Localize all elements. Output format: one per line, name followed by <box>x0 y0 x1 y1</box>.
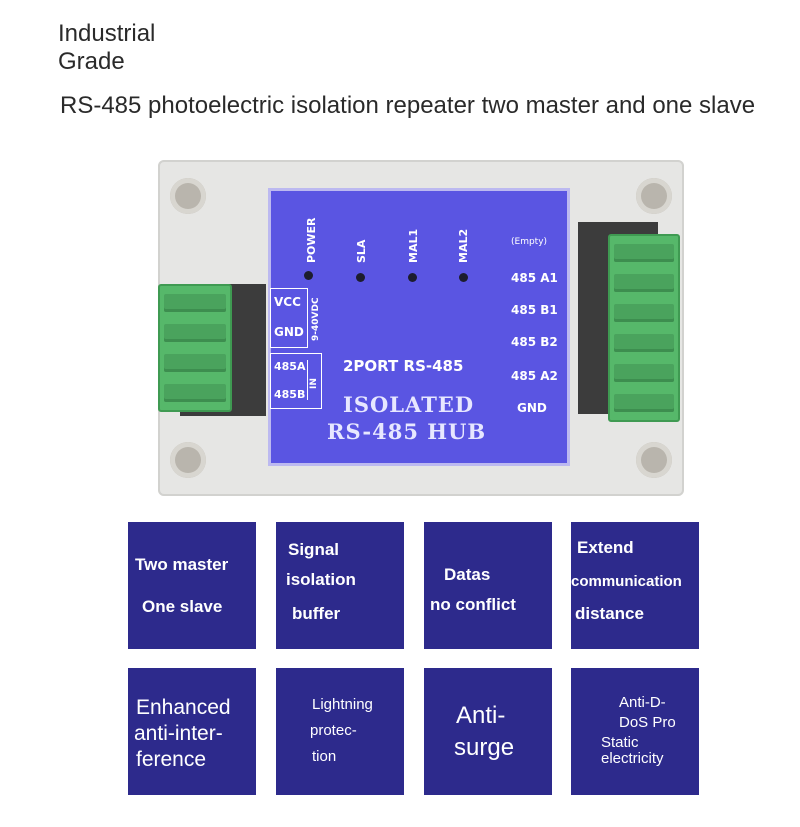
bus-input-box: 485A 485B <box>270 353 322 409</box>
led-label-power: POWER <box>305 217 318 263</box>
feature-lightning-protection: Lightning protec- tion <box>276 668 404 795</box>
voltage-label: 9-40VDC <box>311 297 321 341</box>
feature-text: Anti-D- <box>619 694 666 711</box>
mount-hole-bottom-left <box>170 442 206 478</box>
left-terminal-block <box>158 284 232 412</box>
feature-text: communication <box>571 573 682 590</box>
feature-anti-interference: Enhanced anti-inter- ference <box>128 668 256 795</box>
device-label-panel: POWER SLA MAL1 MAL2 (Empty) 485 A1 485 B… <box>268 188 570 466</box>
feature-text: Anti- <box>456 702 506 729</box>
label-empty: (Empty) <box>511 237 548 247</box>
sla-led <box>356 273 365 282</box>
label-485a: 485A <box>274 360 306 373</box>
label-vcc: VCC <box>274 295 301 309</box>
power-input-box: VCC GND <box>270 288 308 348</box>
feature-text: distance <box>575 604 644 623</box>
feature-anti-static: Anti-D- DoS Pro Static electricity <box>571 668 699 795</box>
label-485b: 485B <box>274 388 306 401</box>
led-label-sla: SLA <box>355 239 368 263</box>
label-485-a2: 485 A2 <box>511 369 558 383</box>
led-label-mal2: MAL2 <box>457 228 470 263</box>
right-terminal-block <box>608 234 680 422</box>
badge-line-1: Industrial <box>58 20 156 47</box>
feature-text: tion <box>312 748 337 765</box>
label-485-b2: 485 B2 <box>511 335 558 349</box>
in-label: IN <box>309 378 319 389</box>
feature-text: One slave <box>142 597 223 616</box>
device-subtitle: 2PORT RS-485 <box>343 357 464 375</box>
feature-text: buffer <box>292 604 341 623</box>
feature-text: Signal <box>288 540 340 559</box>
mount-hole-bottom-right <box>636 442 672 478</box>
mal2-led <box>459 273 468 282</box>
feature-text: isolation <box>286 570 356 589</box>
feature-text: Enhanced <box>136 696 231 719</box>
device-title-line-1: ISOLATED <box>343 392 475 417</box>
feature-text: Extend <box>577 538 634 557</box>
feature-text: no conflict <box>430 595 516 614</box>
badge-line-2: Grade <box>58 48 125 75</box>
feature-signal-isolation: Signal isolation buffer <box>276 522 404 649</box>
power-led <box>304 271 313 280</box>
label-485-b1: 485 B1 <box>511 303 558 317</box>
device-image: POWER SLA MAL1 MAL2 (Empty) 485 A1 485 B… <box>158 160 684 496</box>
label-gnd-left: GND <box>274 325 304 339</box>
feature-text: ference <box>136 748 207 771</box>
feature-text: DoS Pro <box>619 714 676 731</box>
feature-extend-distance: Extend communication distance <box>571 522 699 649</box>
feature-text: Lightning <box>312 696 373 713</box>
feature-two-master: Two master One slave <box>128 522 256 649</box>
industrial-grade-badge: Industrial Grade <box>58 20 218 76</box>
feature-text: surge <box>454 734 515 761</box>
feature-text: electricity <box>601 750 664 767</box>
feature-anti-surge: Anti- surge <box>424 668 552 795</box>
feature-text: Two master <box>135 555 229 574</box>
mal1-led <box>408 273 417 282</box>
feature-datas-no-conflict: Datas no conflict <box>424 522 552 649</box>
mount-hole-top-right <box>636 178 672 214</box>
led-label-mal1: MAL1 <box>407 228 420 263</box>
device-title-line-2: RS-485 HUB <box>327 419 487 444</box>
label-gnd-right: GND <box>517 401 547 415</box>
feature-text: Static <box>601 734 639 751</box>
feature-text: protec- <box>310 722 357 739</box>
label-485-a1: 485 A1 <box>511 271 558 285</box>
product-headline: RS-485 photoelectric isolation repeater … <box>60 92 756 119</box>
feature-text: Datas <box>444 565 491 584</box>
feature-text: anti-inter- <box>134 722 223 745</box>
mount-hole-top-left <box>170 178 206 214</box>
